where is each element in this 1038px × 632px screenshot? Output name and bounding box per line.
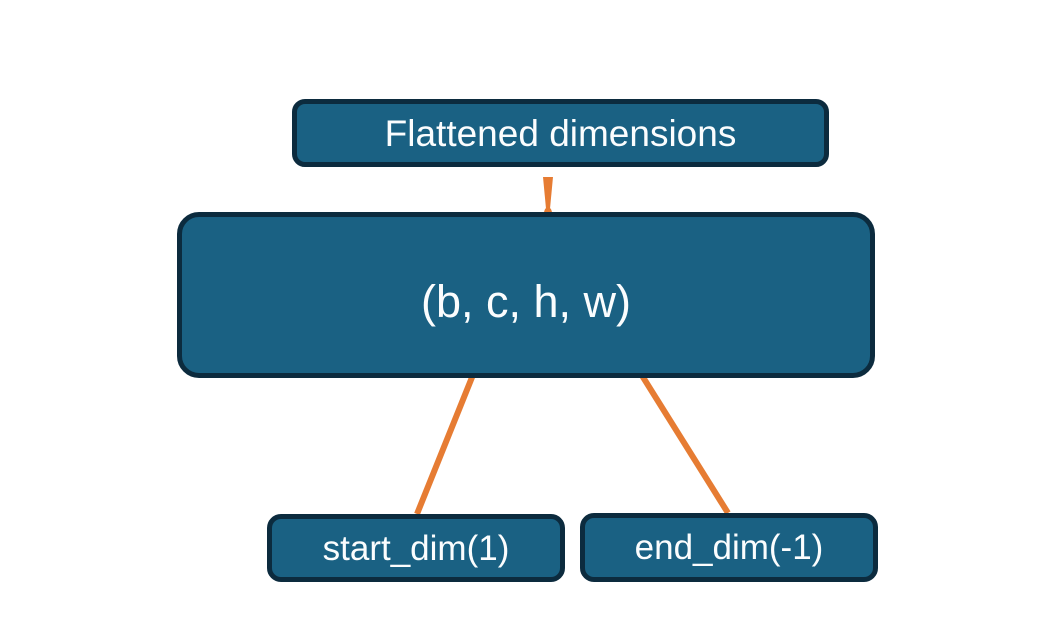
end-dim-box: end_dim(-1) bbox=[580, 513, 878, 582]
start-dim-box: start_dim(1) bbox=[267, 514, 565, 582]
tensor-shape-label: (b, c, h, w) bbox=[420, 275, 632, 327]
start-dim-label: start_dim(1) bbox=[322, 528, 510, 568]
flattened-dimensions-box: Flattened dimensions bbox=[292, 99, 829, 167]
tensor-shape-box: (b, c, h, w) bbox=[177, 212, 875, 378]
brace-stem bbox=[543, 177, 553, 214]
end-dim-label: end_dim(-1) bbox=[634, 528, 824, 567]
flattened-dimensions-label: Flattened dimensions bbox=[384, 112, 737, 154]
